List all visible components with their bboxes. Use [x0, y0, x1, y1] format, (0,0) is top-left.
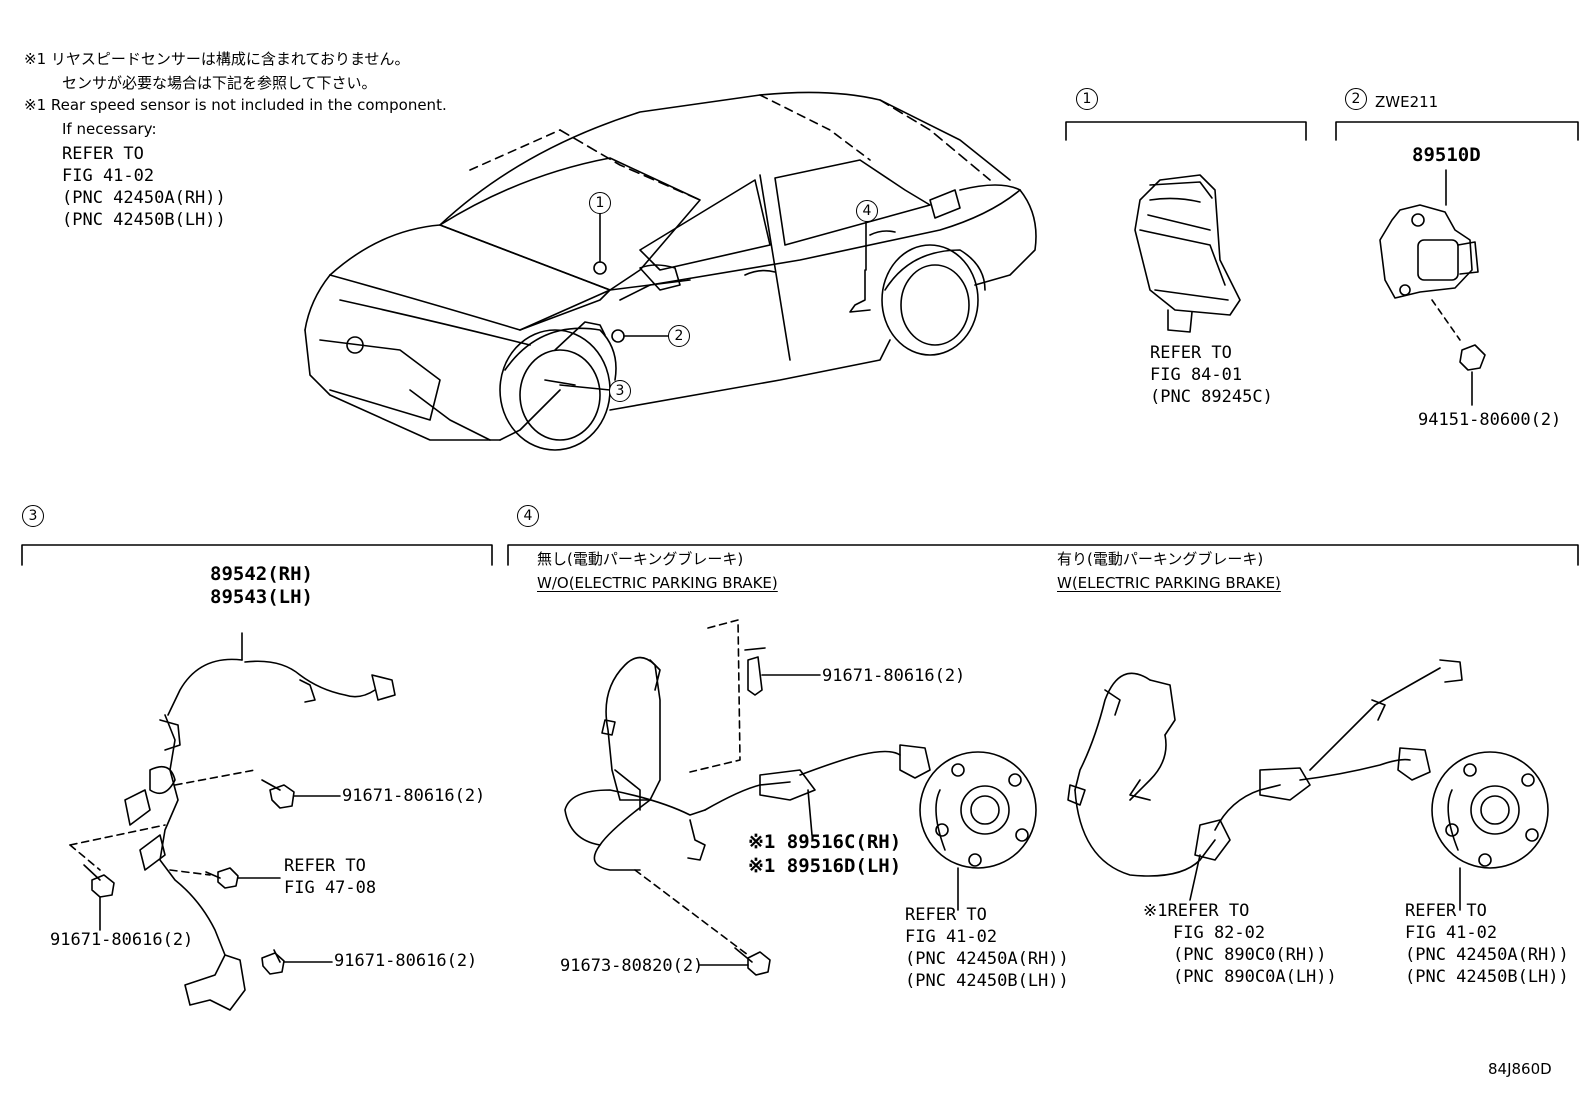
section4-wo-art [564, 619, 1037, 976]
note-en-line2: If necessary: [62, 120, 157, 138]
section4-w-jp: 有り(電動パーキングブレーキ) [1057, 550, 1264, 568]
section4-hub-refer-to: REFER TO [905, 905, 987, 925]
section4-callout: 4 [517, 505, 539, 527]
section1-fig: FIG 84-01 [1150, 365, 1243, 385]
section1-part-art [1134, 174, 1241, 333]
callout-2-car: 2 [668, 325, 690, 347]
section4-epb-refer-to: ※1REFER TO [1143, 901, 1250, 921]
section3-bolt-b: 91671-80616(2) [50, 930, 194, 950]
section3-part-art [69, 632, 396, 1011]
note-pnc-lh: (PNC 42450B(LH)) [62, 210, 226, 230]
section4-hub-pnc-lh: (PNC 42450B(LH)) [905, 971, 1069, 991]
section3-callout: 3 [22, 505, 44, 527]
section4-bolt-bottom: 91673-80820(2) [560, 956, 704, 976]
note-pnc-rh: (PNC 42450A(RH)) [62, 188, 226, 208]
car-illustration [304, 91, 1037, 451]
callout-1-car: 1 [589, 192, 611, 214]
section4-wo-en: W/O(ELECTRIC PARKING BRAKE) [537, 574, 778, 592]
section2-part-art [1379, 169, 1486, 406]
section2-callout: 2 [1345, 88, 1367, 110]
section4-hub2-pnc-lh: (PNC 42450B(LH)) [1405, 967, 1569, 987]
section3-bolt-c: 91671-80616(2) [334, 951, 478, 971]
section1-refer-to: REFER TO [1150, 343, 1232, 363]
note-en-line1: ※1 Rear speed sensor is not included in … [24, 96, 447, 114]
callout-4-car: 4 [856, 200, 878, 222]
section2-nut: 94151-80600(2) [1418, 410, 1562, 430]
note-fig: FIG 41-02 [62, 166, 155, 186]
section4-epb-pnc-rh: (PNC 890C0(RH)) [1173, 945, 1327, 965]
note-jp-line2: センサが必要な場合は下記を参照して下さい。 [62, 74, 377, 92]
figure-id: 84J860D [1488, 1060, 1552, 1078]
section4-sensor-lh: ※1 89516D(LH) [748, 855, 902, 877]
section4-sensor-rh: ※1 89516C(RH) [748, 831, 902, 853]
section3-refer-to: REFER TO [284, 856, 366, 876]
section4-wo-jp: 無し(電動パーキングブレーキ) [537, 550, 744, 568]
section4-epb-pnc-lh: (PNC 890C0A(LH)) [1173, 967, 1337, 987]
section2-part-number: 89510D [1412, 144, 1481, 166]
callout-3-car: 3 [609, 380, 631, 402]
section3-part-lh: 89543(LH) [210, 586, 313, 608]
note-jp-line1: ※1 リヤスピードセンサーは構成に含まれておりません。 [24, 50, 410, 68]
section4-epb-fig: FIG 82-02 [1173, 923, 1266, 943]
section4-w-art [1067, 659, 1549, 911]
section4-hub2-fig: FIG 41-02 [1405, 923, 1498, 943]
section3-part-rh: 89542(RH) [210, 563, 313, 585]
section4-hub-pnc-rh: (PNC 42450A(RH)) [905, 949, 1069, 969]
section3-fig: FIG 47-08 [284, 878, 377, 898]
section4-hub2-refer-to: REFER TO [1405, 901, 1487, 921]
section2-model: ZWE211 [1375, 93, 1439, 111]
section1-callout: 1 [1076, 88, 1098, 110]
section4-hub-fig: FIG 41-02 [905, 927, 998, 947]
section4-bolt-top: 91671-80616(2) [822, 666, 966, 686]
section4-hub2-pnc-rh: (PNC 42450A(RH)) [1405, 945, 1569, 965]
section3-bolt-a: 91671-80616(2) [342, 786, 486, 806]
section4-w-en: W(ELECTRIC PARKING BRAKE) [1057, 574, 1281, 592]
section1-pnc: (PNC 89245C) [1150, 387, 1273, 407]
note-refer-to: REFER TO [62, 144, 144, 164]
